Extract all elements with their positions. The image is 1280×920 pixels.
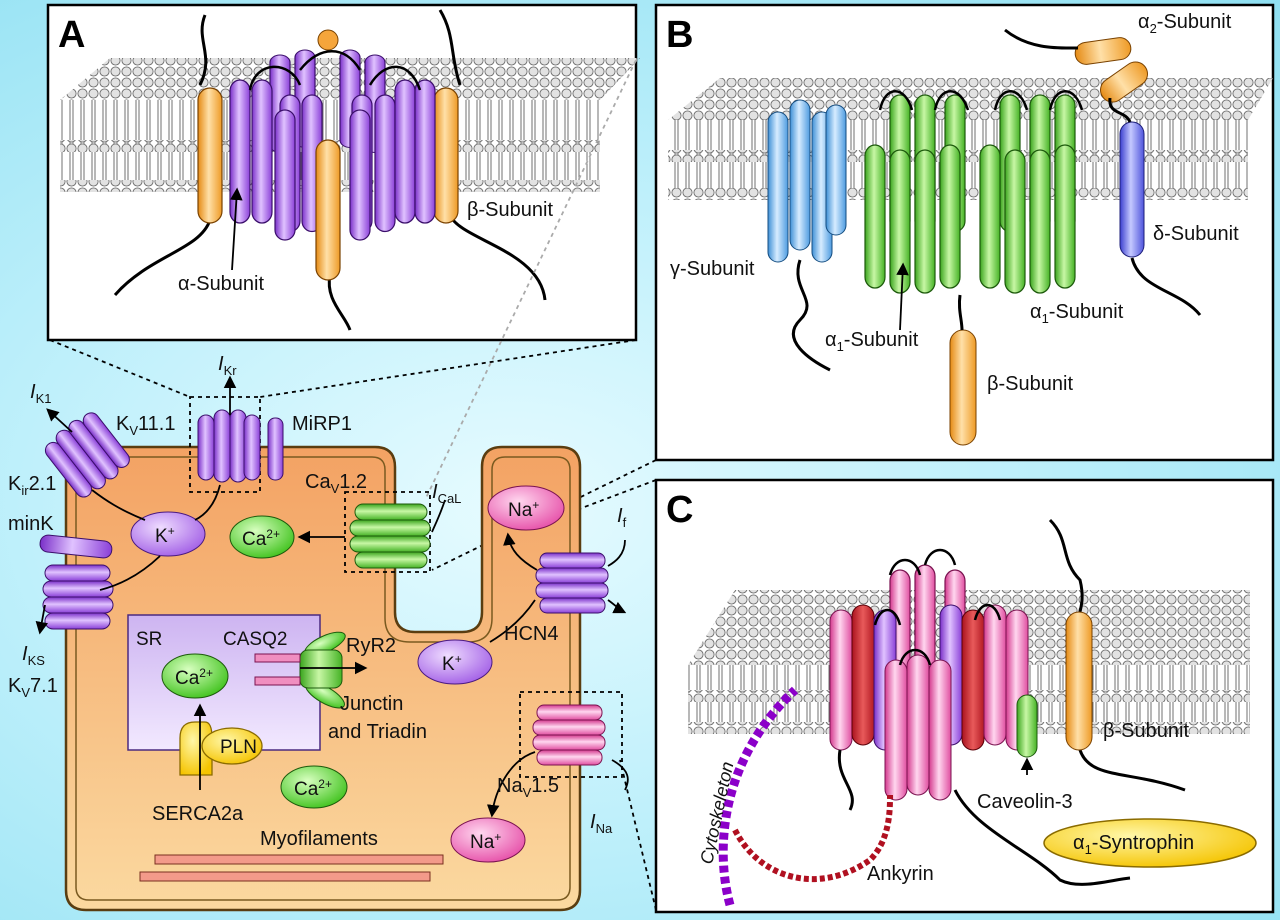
ca-ion-3 bbox=[280, 765, 348, 809]
cav1-2-channel bbox=[349, 503, 431, 569]
ryr2-label: RyR2 bbox=[346, 635, 396, 657]
ikr-label: IKr bbox=[218, 353, 237, 378]
mink-subunit bbox=[39, 534, 113, 559]
na-ion-2-label: Na+ bbox=[470, 830, 501, 853]
panel-b: B bbox=[654, 3, 1275, 462]
caveolin-label: Caveolin-3 bbox=[977, 791, 1073, 813]
beta-subunit-right bbox=[433, 87, 459, 224]
na-ion-1-label: Na+ bbox=[508, 498, 539, 521]
alpha2-subunit bbox=[1074, 37, 1148, 103]
sr-label: SR bbox=[136, 629, 162, 650]
casq2-label: CASQ2 bbox=[223, 629, 287, 650]
mirp1-label: MiRP1 bbox=[292, 413, 352, 435]
panel-c: C bbox=[654, 478, 1275, 914]
k-ion-1-label: K+ bbox=[155, 524, 175, 547]
beta-subunit-c-label: β-Subunit bbox=[1103, 720, 1189, 742]
na-ion-2 bbox=[450, 817, 526, 863]
kv111-label: KV11.1 bbox=[116, 413, 175, 438]
kv71-label: KV7.1 bbox=[8, 675, 58, 700]
caveolin-3 bbox=[1016, 694, 1038, 758]
kv7-1-channel bbox=[42, 564, 114, 630]
beta-subunit-b bbox=[949, 329, 977, 446]
alpha1-subunit-label-left: α1-Subunit bbox=[825, 329, 919, 354]
selection-boxes bbox=[189, 396, 623, 778]
mink-label: minK bbox=[8, 513, 54, 535]
beta-subunit-c bbox=[1065, 611, 1093, 751]
na-ion-1 bbox=[487, 485, 565, 531]
junctin-label-2: and Triadin bbox=[328, 721, 427, 743]
syntrophin-label: α1-Syntrophin bbox=[1073, 832, 1194, 857]
hcn4-channel bbox=[535, 552, 609, 614]
pln bbox=[201, 727, 263, 765]
ankyrin-chain bbox=[732, 794, 893, 883]
mirp1-subunit bbox=[267, 417, 284, 481]
cell-labels: IKr IK1 KV11.1 MiRP1 Kir2.1 minK IKS KV7… bbox=[8, 353, 627, 853]
ical-label: ICaL bbox=[432, 481, 461, 506]
panel-b-membrane bbox=[668, 78, 1273, 200]
ca-ion-1-label: Ca2+ bbox=[242, 527, 280, 550]
kir21-label: Kir2.1 bbox=[8, 473, 56, 498]
nav15-label: NaV1.5 bbox=[497, 775, 559, 800]
alpha1-syntrophin bbox=[1043, 818, 1257, 868]
ryr2-complex bbox=[254, 631, 346, 709]
nav1-5-channel bbox=[532, 704, 606, 766]
cytoskeleton-chain bbox=[718, 686, 799, 907]
gamma-subunit bbox=[767, 99, 847, 263]
panel-a-letter: A bbox=[58, 14, 85, 56]
ca-ion-2 bbox=[161, 653, 229, 699]
myofilament-1 bbox=[154, 854, 444, 865]
ca-ion-1 bbox=[229, 515, 295, 559]
delta-subunit bbox=[1119, 121, 1145, 258]
k-ion-2 bbox=[417, 639, 493, 685]
junctin-label-1: Junctin bbox=[340, 693, 403, 715]
iks-label: IKS bbox=[22, 643, 45, 668]
beta-subunit-front bbox=[315, 139, 341, 281]
alpha2-label: α2-Subunit bbox=[1138, 11, 1232, 36]
hcn4-label: HCN4 bbox=[504, 623, 558, 645]
alpha-subunit-label: α-Subunit bbox=[178, 273, 264, 295]
myofilament-2 bbox=[139, 871, 431, 882]
beta-subunit-label: β-Subunit bbox=[467, 199, 553, 221]
ina-label: INa bbox=[590, 811, 613, 836]
pln-label: PLN bbox=[220, 737, 257, 758]
serca-label: SERCA2a bbox=[152, 803, 244, 825]
if-label: If bbox=[617, 505, 627, 530]
gamma-subunit-label: γ-Subunit bbox=[670, 258, 755, 280]
ion-ellipses bbox=[130, 485, 565, 863]
beta-subunit-left bbox=[197, 87, 223, 224]
alpha1-subunit-label-right: α1-Subunit bbox=[1030, 301, 1124, 326]
ankyrin-label: Ankyrin bbox=[867, 863, 934, 885]
k-ion-1 bbox=[130, 511, 206, 557]
beta-subunit-b-label: β-Subunit bbox=[987, 373, 1073, 395]
ca-ion-3-label: Ca2+ bbox=[294, 777, 332, 800]
panel-b-letter: B bbox=[666, 14, 693, 56]
kv11-1-channel bbox=[197, 409, 284, 483]
panel-a: A bbox=[46, 3, 640, 342]
k-ion-2-label: K+ bbox=[442, 652, 462, 675]
flow-arrows bbox=[91, 484, 629, 818]
myofilaments-label: Myofilaments bbox=[260, 828, 378, 850]
kir2-1-channel bbox=[44, 412, 130, 498]
ik1-label: IK1 bbox=[30, 381, 51, 406]
panel-c-letter: C bbox=[666, 489, 693, 531]
cav12-label: CaV1.2 bbox=[305, 471, 367, 496]
ca-ion-2-label: Ca2+ bbox=[175, 666, 213, 689]
delta-subunit-label: δ-Subunit bbox=[1153, 223, 1239, 245]
connector-lines bbox=[49, 59, 657, 911]
